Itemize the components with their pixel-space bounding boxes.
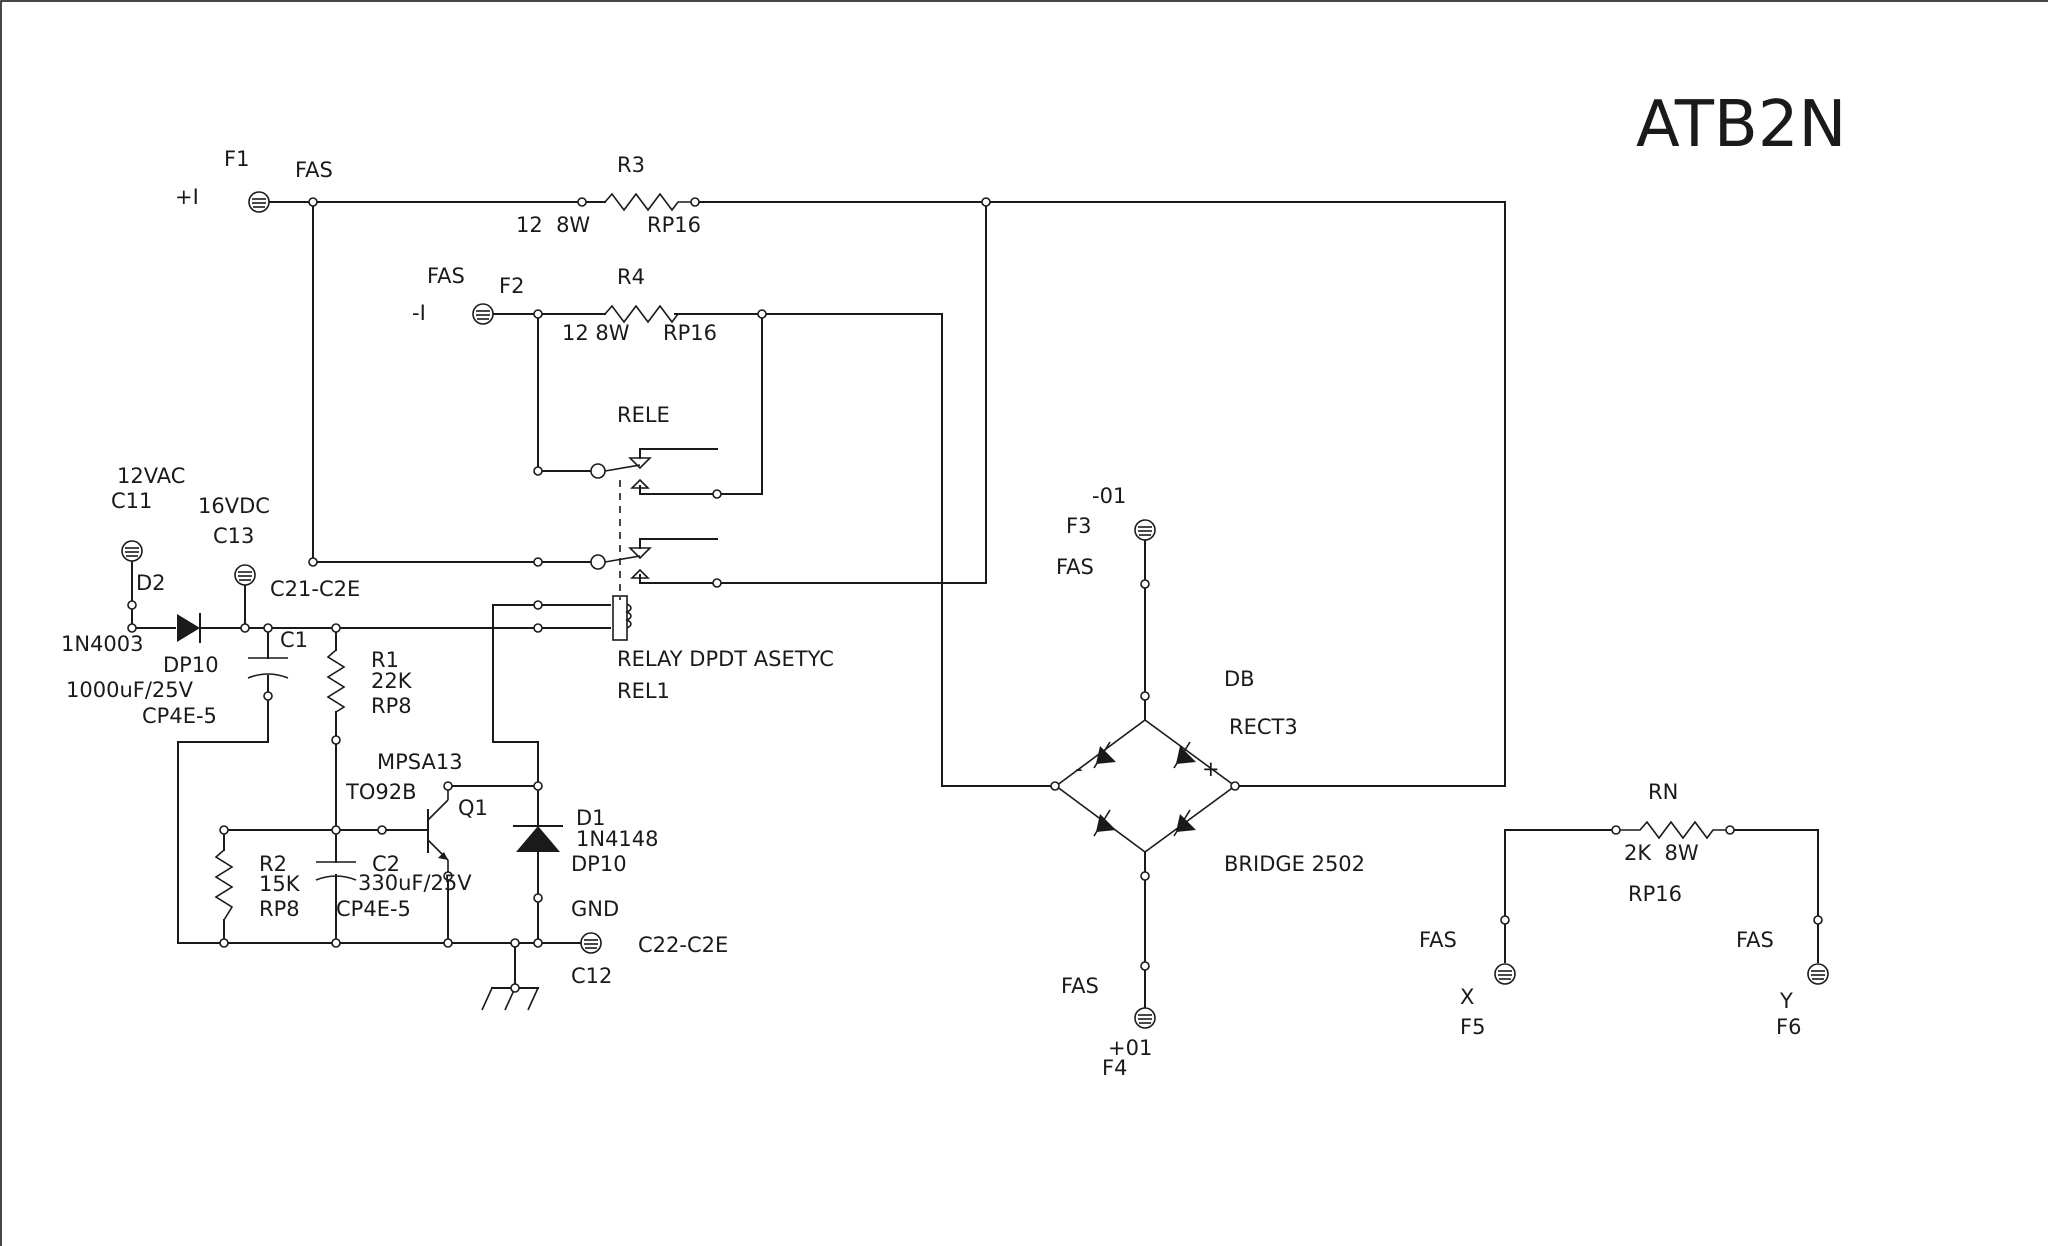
c2-ref-label: C2 — [372, 852, 400, 876]
f3-net-label: -01 — [1092, 484, 1126, 508]
c11-pad — [121, 540, 143, 562]
r4-ref-label: R4 — [617, 265, 645, 289]
f1-pad — [248, 191, 270, 213]
q1-value-label: MPSA13 — [377, 750, 463, 774]
r2-resistor — [214, 849, 234, 921]
d1-diode — [513, 825, 563, 852]
c1-package-label: CP4E-5 — [142, 704, 217, 728]
connector-upper-label: C21-C2E — [270, 577, 360, 601]
c1-value-label: 1000uF/25V — [66, 678, 194, 702]
q1-package-label: TO92B — [345, 780, 417, 804]
f3-type-label: FAS — [1056, 555, 1094, 579]
d2-value-label: 1N4003 — [61, 632, 144, 656]
f6-type-label: FAS — [1736, 928, 1774, 952]
r2-ref-label: R2 — [259, 852, 287, 876]
f5-net-label: X — [1460, 985, 1474, 1009]
r1-value-label: 22K — [371, 669, 413, 693]
f6-pad — [1807, 963, 1829, 985]
f4-pad — [1134, 1007, 1156, 1029]
c13-ref-label: C13 — [213, 524, 254, 548]
f1-net-label: +I — [175, 185, 199, 209]
f5-type-label: FAS — [1419, 928, 1457, 952]
f1-type-label: FAS — [295, 158, 333, 182]
labels: +I F1 FAS R3 12 8W RP16 FAS F2 -I R4 12 … — [61, 147, 1801, 1080]
c11-net-label: 12VAC — [117, 464, 185, 488]
c13-net-label: 16VDC — [198, 494, 270, 518]
r4-resistor — [604, 304, 695, 324]
c1-ref-label: C1 — [280, 628, 308, 652]
relay-rel1 — [590, 457, 652, 641]
f3-pad — [1134, 519, 1156, 541]
r3-package-label: RP16 — [647, 213, 701, 237]
c11-ref-label: C11 — [111, 489, 152, 513]
rn-resistor — [1616, 820, 1730, 840]
r1-resistor — [326, 649, 346, 713]
rn-ref-label: RN — [1648, 780, 1678, 804]
relay-description-label: RELAY DPDT ASETYC — [617, 647, 834, 671]
d2-package-label: DP10 — [163, 653, 219, 677]
f5-ref-label: F5 — [1460, 1015, 1485, 1039]
f5-pad — [1494, 963, 1516, 985]
c12-pad — [580, 932, 602, 954]
r1-package-label: RP8 — [371, 694, 412, 718]
f4-type-label: FAS — [1061, 974, 1099, 998]
c2-capacitor — [315, 861, 357, 881]
c2-value-label: 330uF/25V — [358, 871, 472, 895]
c13-pad — [234, 564, 256, 586]
drawing-title: ATB2N — [1636, 88, 1846, 162]
f2-ref-label: F2 — [499, 274, 524, 298]
f6-net-label: Y — [1779, 989, 1793, 1013]
f3-ref-label: F3 — [1066, 514, 1091, 538]
r3-ref-label: R3 — [617, 153, 645, 177]
q1-ref-label: Q1 — [458, 796, 488, 820]
r2-value-label: 15K — [259, 872, 301, 896]
d1-package-label: DP10 — [571, 852, 627, 876]
junction-nodes — [127, 197, 1823, 993]
c2-package-label: CP4E-5 — [336, 897, 411, 921]
d2-ref-label: D2 — [136, 571, 166, 595]
f2-pad — [472, 303, 494, 325]
f2-type-label: FAS — [427, 264, 465, 288]
f6-ref-label: F6 — [1776, 1015, 1801, 1039]
connector-lower-label: C22-C2E — [638, 933, 728, 957]
f1-ref-label: F1 — [224, 147, 249, 171]
f2-net-label: -I — [412, 301, 426, 325]
d1-value-label: 1N4148 — [576, 827, 659, 851]
bridge-minus-label: - — [1075, 757, 1083, 781]
r4-package-label: RP16 — [663, 321, 717, 345]
c12-ref-label: C12 — [571, 964, 612, 988]
r4-value-label: 12 8W — [562, 321, 630, 345]
terminal-pads — [121, 191, 1829, 1029]
d1-ref-label: D1 — [576, 806, 606, 830]
bridge-plus-label: + — [1202, 757, 1220, 781]
d2-diode — [177, 613, 201, 643]
rn-package-label: RP16 — [1628, 882, 1682, 906]
c1-capacitor — [247, 657, 289, 679]
bridge-value-label: BRIDGE 2502 — [1224, 852, 1365, 876]
relay-contacts-label: RELE — [617, 403, 670, 427]
rn-value-label: 2K 8W — [1624, 841, 1699, 865]
r2-package-label: RP8 — [259, 897, 300, 921]
f4-net-label: +01 — [1108, 1036, 1152, 1060]
r1-ref-label: R1 — [371, 648, 399, 672]
relay-ref-label: REL1 — [617, 679, 670, 703]
q1-transistor — [427, 786, 449, 876]
ground-symbol — [481, 987, 539, 1011]
f4-ref-label: F4 — [1102, 1056, 1127, 1080]
r3-value-label: 12 8W — [516, 213, 590, 237]
bridge-ref-label: DB — [1224, 667, 1255, 691]
bridge-rectifier — [1054, 719, 1237, 853]
c12-net-label: GND — [571, 897, 619, 921]
r3-resistor — [581, 192, 695, 212]
bridge-package-label: RECT3 — [1229, 715, 1298, 739]
